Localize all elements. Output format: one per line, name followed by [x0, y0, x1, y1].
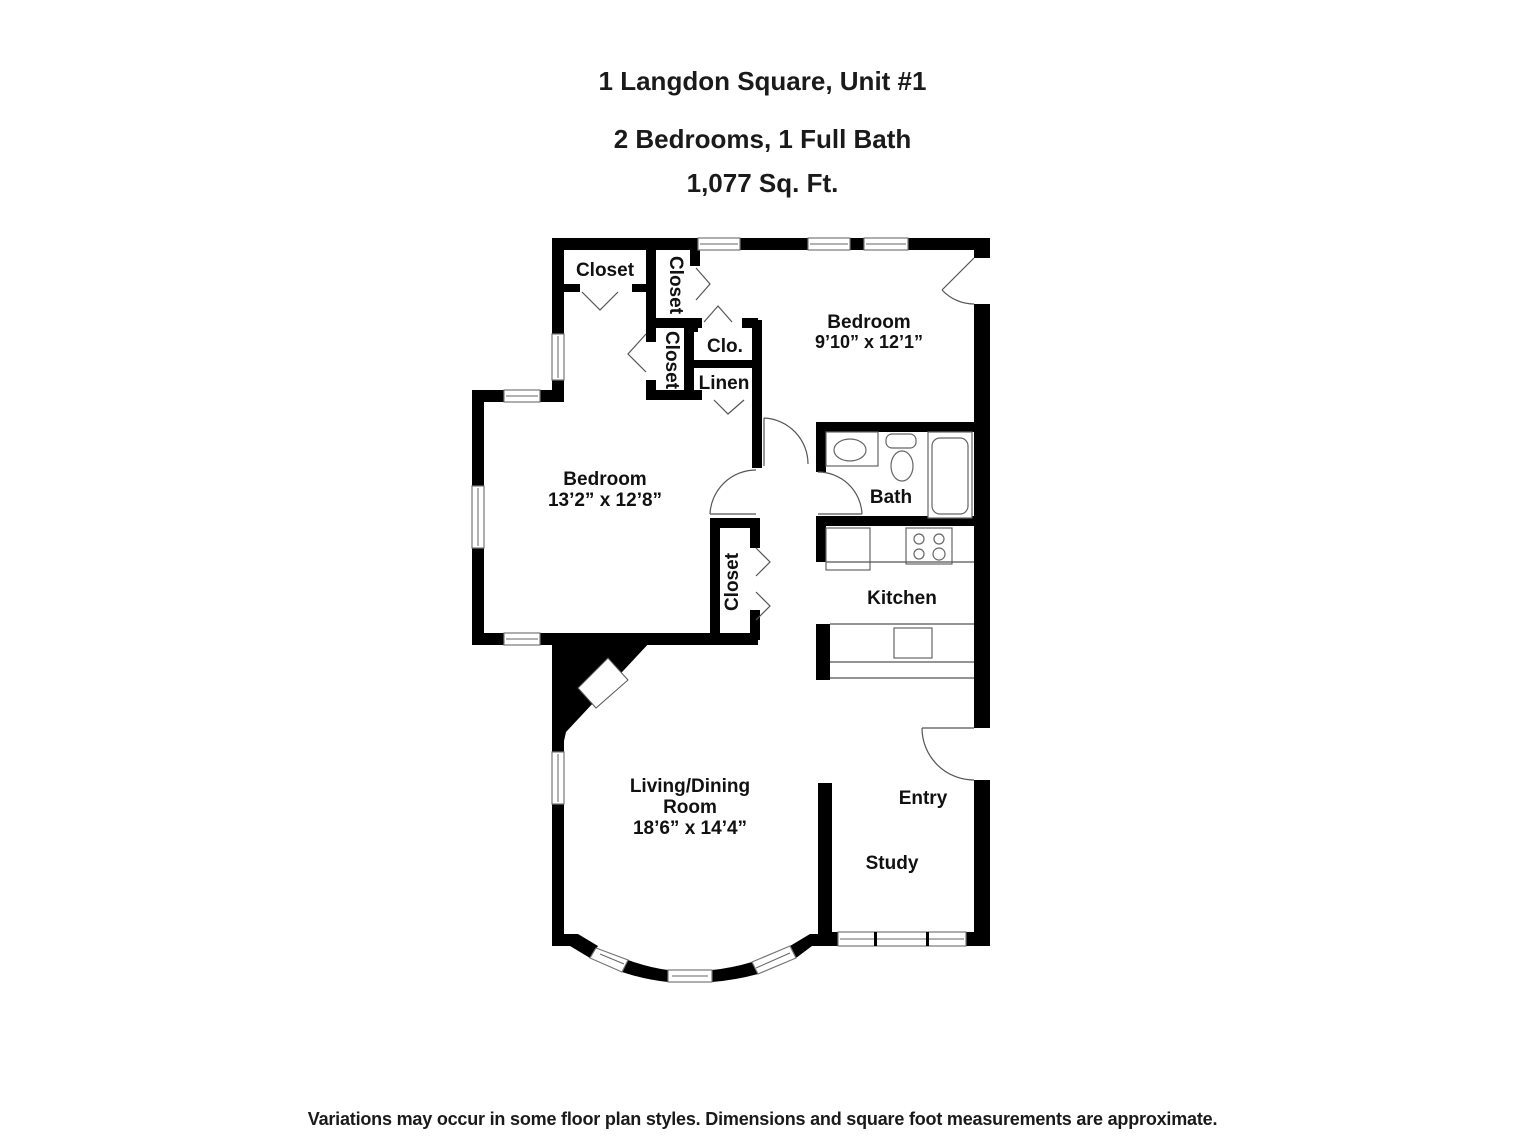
toilet-tank: [885, 433, 917, 449]
bedroom-w-dims: 13’2” x 12’8”: [548, 490, 662, 511]
entry-label: Entry: [899, 788, 948, 809]
disclaimer: Variations may occur in some floor plan …: [307, 1109, 1218, 1129]
closet-vertical-top-label: Closet: [665, 256, 686, 315]
room-labels: Closet Closet Closet Clo. Linen Bedroom …: [548, 256, 948, 874]
bedroom-ne-label: Bedroom: [827, 312, 910, 333]
toilet-icon: [890, 450, 914, 482]
stove: [905, 527, 953, 565]
linen-label: Linen: [699, 373, 750, 394]
bedroom-ne-dims: 9’10” x 12’1”: [815, 332, 923, 352]
living-label-line1: Living/Dining: [630, 776, 750, 797]
doors: [581, 257, 975, 781]
study-label: Study: [866, 853, 919, 874]
kitchen-sink: [893, 627, 933, 659]
living-label-line2: Room: [663, 797, 717, 818]
closet-vertical-mid-label: Closet: [661, 331, 682, 390]
clo-label: Clo.: [707, 336, 743, 357]
bath-label: Bath: [870, 487, 912, 508]
kitchen-label: Kitchen: [867, 588, 937, 609]
closet-top-label: Closet: [576, 260, 635, 281]
plan-title: 1 Langdon Square, Unit #1: [598, 66, 927, 96]
fridge: [825, 527, 871, 571]
walls: [472, 238, 990, 983]
fixtures: [825, 431, 974, 679]
unit-summary: 2 Bedrooms, 1 Full Bath: [613, 124, 912, 154]
sink-icon: [833, 438, 867, 462]
closet-hall-label: Closet: [722, 552, 743, 611]
living-dims: 18’6” x 14’4”: [633, 818, 747, 839]
windows: [471, 237, 967, 947]
bedroom-w-label: Bedroom: [563, 469, 646, 490]
square-footage: 1,077 Sq. Ft.: [686, 168, 839, 198]
